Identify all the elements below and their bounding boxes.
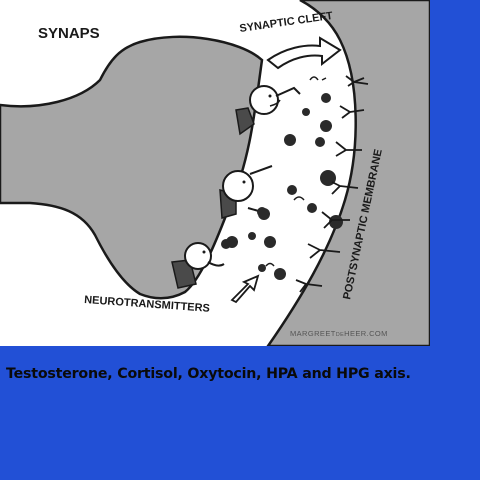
neurotransmitter-dots: [226, 93, 343, 280]
neurotransmitter-dot: [248, 232, 256, 240]
neurotransmitter-dot: [320, 120, 332, 132]
cartoon-character-icon: [219, 165, 273, 219]
neurotransmitter-dot: [315, 137, 325, 147]
neurotransmitter-dot: [274, 268, 286, 280]
synaptic-cleft-label: SYNAPTIC CLEFT: [239, 10, 334, 35]
receptor-hand-icon: [295, 75, 369, 293]
neurotransmitter-dot: [284, 134, 296, 146]
curved-arrow-icon: [266, 36, 342, 70]
credit-text: MARGREETDEHEER.COM: [290, 329, 388, 338]
cartoon-character-icon: [235, 85, 301, 136]
postsynaptic-membrane-shape: [266, 0, 430, 346]
up-arrow-icon: [230, 274, 260, 304]
neurotransmitter-dot: [321, 93, 331, 103]
neurotransmitter-dot: [258, 264, 266, 272]
neurotransmitter-dot: [307, 203, 317, 213]
synaps-title: SYNAPS: [38, 25, 100, 42]
synapse-cartoon: SYNAPS SYNAPTIC CLEFT NEUROTRANSMITTERS …: [0, 0, 430, 346]
cartoon-character-icon: [171, 239, 231, 289]
caption-text: Testosterone, Cortisol, Oxytocin, HPA an…: [6, 366, 411, 382]
neurotransmitter-dot: [302, 108, 310, 116]
neurotransmitter-dot: [287, 185, 297, 195]
neurotransmitter-dot: [329, 215, 343, 229]
presynaptic-terminal-shape: [0, 35, 264, 300]
motion-marks: [265, 76, 327, 267]
synapse-illustration: SYNAPS SYNAPTIC CLEFT NEUROTRANSMITTERS …: [0, 0, 430, 346]
neurotransmitter-dot: [264, 236, 276, 248]
